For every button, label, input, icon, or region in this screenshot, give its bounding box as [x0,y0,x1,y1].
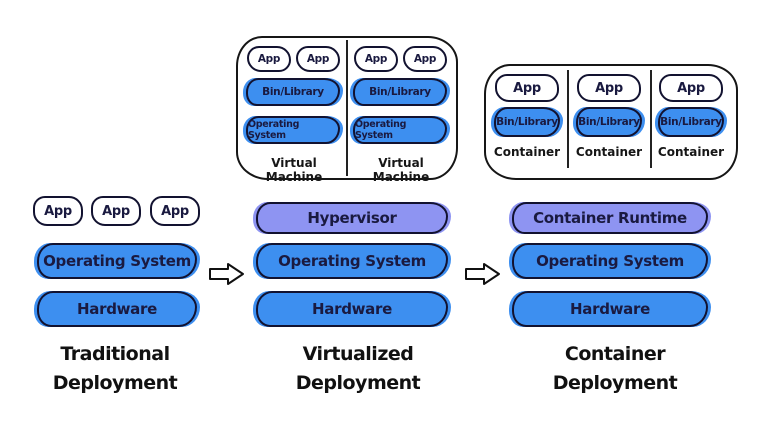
right-arrow-icon [465,263,500,285]
app-box: App [247,46,291,72]
hypervisor-layer: Hypervisor [256,202,448,234]
hypervisor-label: Hypervisor [307,209,397,227]
bin-library-label: Bin/Library [369,86,431,98]
bin-library-layer: Bin/Library [246,78,340,106]
bin-library-label: Bin/Library [262,86,324,98]
app-box: App [33,196,83,226]
os-label: Operating System [355,119,407,141]
app-label: App [513,80,541,96]
traditional-deployment-title: Traditional Deployment [40,340,190,398]
bin-library-label: Bin/Library [660,116,722,128]
hardware-label: Hardware [570,300,650,318]
os-label: Operating System [248,119,300,141]
bin-library-layer: Bin/Library [353,78,447,106]
app-box: App [495,74,559,102]
app-label: App [257,53,281,65]
bin-library-layer: Bin/Library [658,107,724,137]
app-label: App [364,53,388,65]
app-label: App [102,203,130,219]
hardware-layer: Hardware [37,291,197,327]
app-box: App [354,46,398,72]
vm-operating-system-layer: Operating System [353,116,447,144]
virtualized-deployment-title: Virtualized Deployment [283,340,433,398]
app-box: App [91,196,141,226]
bin-library-label: Bin/Library [578,116,640,128]
os-label: Operating System [536,252,684,270]
vm-divider [346,40,348,176]
app-box: App [150,196,200,226]
container-deployment-title: Container Deployment [540,340,690,398]
app-box: App [577,74,641,102]
bin-library-label: Bin/Library [496,116,558,128]
title-line-1: Container [564,343,666,365]
container-label: Container [575,145,643,159]
app-label: App [44,203,72,219]
operating-system-layer: Operating System [512,243,708,279]
os-label: Operating System [43,252,191,270]
app-box: App [403,46,447,72]
operating-system-layer: Operating System [256,243,448,279]
title-line-2: Deployment [52,372,178,394]
app-box: App [296,46,340,72]
app-label: App [306,53,330,65]
container-runtime-layer: Container Runtime [512,202,708,234]
operating-system-layer: Operating System [37,243,197,279]
bin-library-layer: Bin/Library [576,107,642,137]
container-divider [567,70,569,168]
title-line-2: Deployment [552,372,678,394]
hardware-label: Hardware [312,300,392,318]
bin-library-layer: Bin/Library [494,107,560,137]
hardware-label: Hardware [77,300,157,318]
container-runtime-label: Container Runtime [533,209,687,227]
title-line-1: Virtualized [302,343,414,365]
container-divider [650,70,652,168]
container-label: Container [657,145,725,159]
os-label: Operating System [278,252,426,270]
app-label: App [595,80,623,96]
app-label: App [161,203,189,219]
title-line-2: Deployment [295,372,421,394]
app-label: App [413,53,437,65]
app-label: App [677,80,705,96]
container-label: Container [493,145,561,159]
virtual-machine-label: Virtual Machine [372,156,430,184]
hardware-layer: Hardware [256,291,448,327]
virtual-machine-label: Virtual Machine [265,156,323,184]
vm-operating-system-layer: Operating System [246,116,340,144]
app-box: App [659,74,723,102]
title-line-1: Traditional [60,343,170,365]
hardware-layer: Hardware [512,291,708,327]
right-arrow-icon [209,263,244,285]
